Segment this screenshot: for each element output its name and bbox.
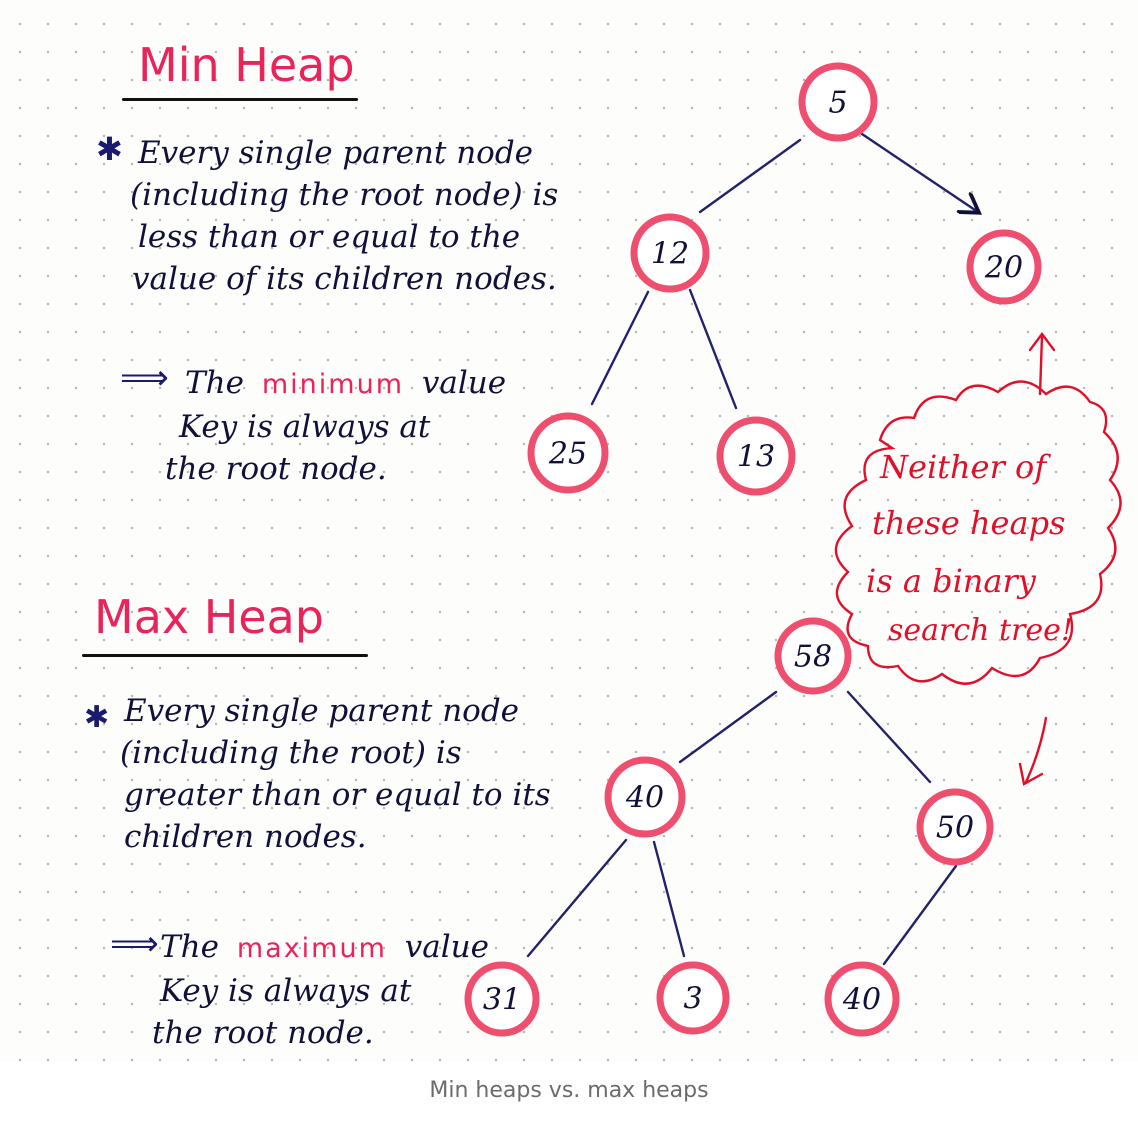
min-edge-12-25 (590, 290, 650, 406)
max-conclusion-line: Key is always at (160, 973, 412, 1009)
min-heap-title-underline (122, 98, 358, 101)
min-rule-line: value of its children nodes. (132, 261, 557, 297)
max-node-40b: 40 (842, 983, 881, 1018)
implies-arrow-icon: ⟹ (110, 924, 159, 964)
note-arrowhead-up (1028, 332, 1056, 352)
thought-cloud (834, 332, 1122, 786)
max-arrow-suffix: value (404, 929, 489, 965)
min-node-25-ring (527, 412, 609, 494)
max-rule-line: greater than or equal to its (124, 777, 551, 813)
min-rule-line: less than or equal to the (138, 219, 521, 255)
min-conclusion-line: the root node. (165, 451, 387, 487)
min-node-12-ring (630, 213, 710, 293)
max-edge-40-3 (652, 840, 686, 958)
min-edge-5-12 (698, 138, 802, 214)
max-node-50-ring (916, 788, 994, 866)
min-node-13: 13 (737, 440, 775, 475)
max-rule-line: children nodes. (124, 819, 367, 855)
heap-trees-diagram: 5 12 20 25 13 58 40 50 31 3 40 Neither o… (464, 62, 1122, 1037)
max-heap-title-underline (82, 654, 368, 657)
note-arrow-up (1038, 334, 1044, 396)
notebook-page: Min Heap ✱ Every single parent node (inc… (0, 0, 1138, 1062)
figure-caption: Min heaps vs. max heaps (429, 1078, 709, 1103)
min-arrow-suffix: value (421, 365, 507, 401)
min-node-12: 12 (651, 237, 689, 272)
max-node-31: 31 (483, 983, 521, 1018)
min-rule-line: (including the root node) is (130, 177, 559, 213)
max-conclusion-line: the root node. (152, 1015, 374, 1051)
note-line: search tree! (888, 613, 1073, 648)
implies-arrow-icon: ⟹ (120, 358, 169, 398)
max-heap-title: Max Heap (94, 590, 324, 644)
max-rule-line: Every single parent node (124, 693, 520, 729)
note-arrow-down (1024, 716, 1048, 784)
min-node-25: 25 (548, 437, 587, 472)
max-heap-conclusion: The maximum value Key is always at the r… (152, 926, 489, 1054)
cloud-text: Neither of these heaps is a binary searc… (866, 448, 1073, 648)
min-edge-12-13 (688, 288, 738, 410)
max-node-50: 50 (936, 811, 974, 846)
max-node-3: 3 (683, 982, 702, 1017)
max-node-58: 58 (794, 640, 832, 675)
max-edge-50-40 (882, 864, 958, 966)
min-node-5: 5 (828, 86, 847, 121)
min-heap-edges (590, 132, 975, 410)
max-heap-edges (526, 690, 958, 966)
min-node-20: 20 (984, 251, 1023, 286)
asterisk-icon: ✱ (84, 700, 110, 735)
min-heap-rule: Every single parent node (including the … (130, 132, 558, 300)
max-highlight-word: maximum (236, 933, 387, 964)
min-edge-5-20 (860, 132, 975, 210)
max-node-40: 40 (625, 781, 664, 816)
min-node-20-ring (966, 229, 1042, 305)
note-line: these heaps (872, 504, 1065, 542)
cloud-outline (834, 380, 1122, 685)
max-edge-58-40 (678, 690, 778, 764)
min-heap-title: Min Heap (138, 38, 355, 92)
max-edge-58-50 (846, 690, 932, 784)
max-edge-40-31 (526, 838, 628, 958)
max-heap-rule: Every single parent node (including the … (120, 690, 551, 858)
min-node-13-ring (716, 416, 796, 496)
max-node-31-ring (464, 961, 540, 1037)
min-conclusion-line: Key is always at (179, 409, 431, 445)
min-highlight-word: minimum (261, 369, 404, 400)
min-node-5-ring (798, 62, 878, 142)
max-node-3-ring (656, 961, 730, 1035)
max-node-40-ring (604, 756, 686, 838)
min-heap-conclusion: The minimum value Key is always at the r… (165, 362, 507, 490)
max-node-58-ring (774, 617, 852, 695)
max-arrow-prefix: The (160, 929, 219, 965)
min-arrow-prefix: The (185, 365, 244, 401)
max-rule-line: (including the root) is (120, 735, 462, 771)
max-node-40b-ring (824, 961, 900, 1037)
note-line: Neither of (879, 448, 1051, 486)
note-line: is a binary (866, 562, 1037, 600)
min-rule-line: Every single parent node (138, 135, 534, 171)
note-arrowhead-down (1018, 762, 1044, 786)
asterisk-icon: ✱ (96, 130, 123, 168)
